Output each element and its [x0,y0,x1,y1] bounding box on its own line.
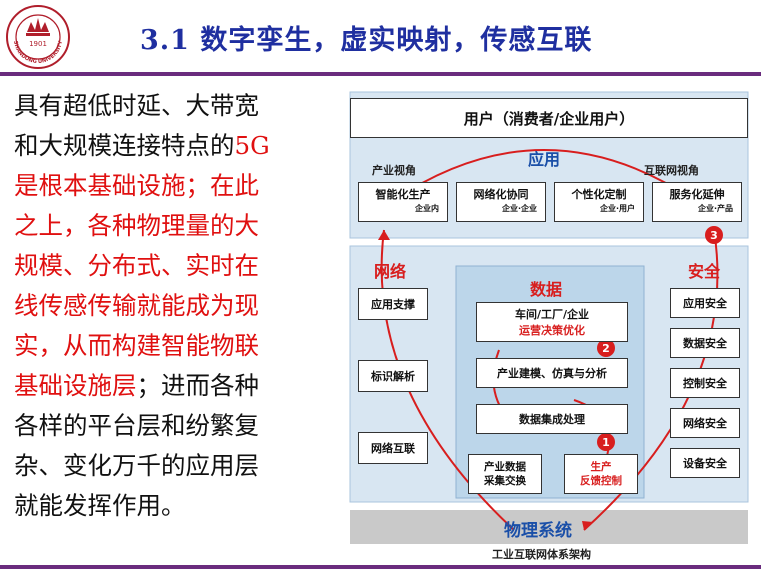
user-box: 用户（消费者/企业用户） [350,98,748,138]
physical-system-label: 物理系统 [504,521,572,541]
body-line: 就能发挥作用。 [14,486,330,526]
body-segment: 就能发挥作用。 [14,491,186,520]
integration-box: 数据集成处理 [476,404,628,434]
operation-decision-main: 车间/工厂/企业 [514,308,590,321]
body-segment: 之上，各种物理量的大 [14,211,259,240]
body-line: 基础设施层；进而各种 [14,366,330,406]
body-segment: 实，从而构建智能物联 [14,331,259,360]
application-item-scope: 企业·企业 [501,204,537,213]
body-segment: 线传感传输就能成为现 [14,291,259,320]
security-item: 数据安全 [670,328,740,358]
data-collect-box: 产业数据 采集交换 [468,454,542,494]
application-title: 应用 [528,150,561,169]
application-item: 网络化协同企业·企业 [456,182,546,222]
application-item: 智能化生产企业内 [358,182,448,222]
body-line: 线传感传输就能成为现 [14,286,330,326]
footer-divider [0,565,761,569]
industry-view-label: 产业视角 [372,164,416,177]
operation-decision-sub: 运营决策优化 [519,324,585,337]
body-segment: 基础设施层 [14,371,137,400]
application-item: 服务化延伸企业·产品 [652,182,742,222]
body-line: 之上，各种物理量的大 [14,206,330,246]
security-title: 安全 [688,262,721,281]
network-title: 网络 [374,262,407,281]
network-item: 标识解析 [358,360,428,392]
application-item-scope: 企业·用户 [599,204,635,213]
network-item: 应用支撑 [358,288,428,320]
application-item-scope: 企业内 [415,204,439,213]
logo-year: 1901 [29,40,47,48]
body-segment: ；进而各种 [136,371,260,400]
body-line: 具有超低时延、大带宽 [14,86,330,126]
page-title: 3.1 数字孪生，虚实映射，传感互联 [140,25,593,56]
feedback-control-box: 生产 反馈控制 [564,454,638,494]
body-segment: 杂、变化万千的应用层 [14,451,259,480]
university-logo: SHANDONG UNIVERSITY 1901 [6,5,70,69]
body-segment: 具有超低时延、大带宽 [14,91,259,120]
body-segment: 5G [234,131,270,160]
body-line: 实，从而构建智能物联 [14,326,330,366]
body-segment: 规模、分布式、实时在 [14,251,259,280]
internet-view-label: 互联网视角 [644,164,699,177]
body-line: 是根本基础设施；在此 [14,166,330,206]
architecture-diagram: 1 2 3 用户（消费者/企业用户） 应用 产业视角 互联网视角 智能化生产企业… [344,90,754,561]
marker-2: 2 [602,342,610,355]
body-line: 杂、变化万千的应用层 [14,446,330,486]
security-item: 网络安全 [670,408,740,438]
operation-decision-box: 车间/工厂/企业 运营决策优化 [476,302,628,342]
application-item-label: 网络化协同 [473,188,529,201]
application-item-label: 智能化生产 [375,188,431,201]
header-divider [0,72,761,76]
marker-3: 3 [710,229,718,242]
marker-1: 1 [602,436,610,449]
body-line: 和大规模连接特点的5G [14,126,330,166]
body-segment: 是根本基础设施；在此 [14,171,259,200]
application-item: 个性化定制企业·用户 [554,182,644,222]
application-item-label: 个性化定制 [571,188,627,201]
application-item-label: 服务化延伸 [669,188,725,201]
data-title: 数据 [530,280,563,299]
loop-arrow-top [393,149,695,201]
body-line: 规模、分布式、实时在 [14,246,330,286]
security-item: 控制安全 [670,368,740,398]
security-item: 应用安全 [670,288,740,318]
network-item: 网络互联 [358,432,428,464]
modeling-box: 产业建模、仿真与分析 [476,358,628,388]
security-item: 设备安全 [670,448,740,478]
diagram-caption: 工业互联网体系架构 [492,548,591,561]
body-segment: 和大规模连接特点的 [14,131,235,160]
application-item-scope: 企业·产品 [697,204,733,213]
body-line: 各样的平台层和纷繁复 [14,406,330,446]
body-segment: 各样的平台层和纷繁复 [14,411,259,440]
